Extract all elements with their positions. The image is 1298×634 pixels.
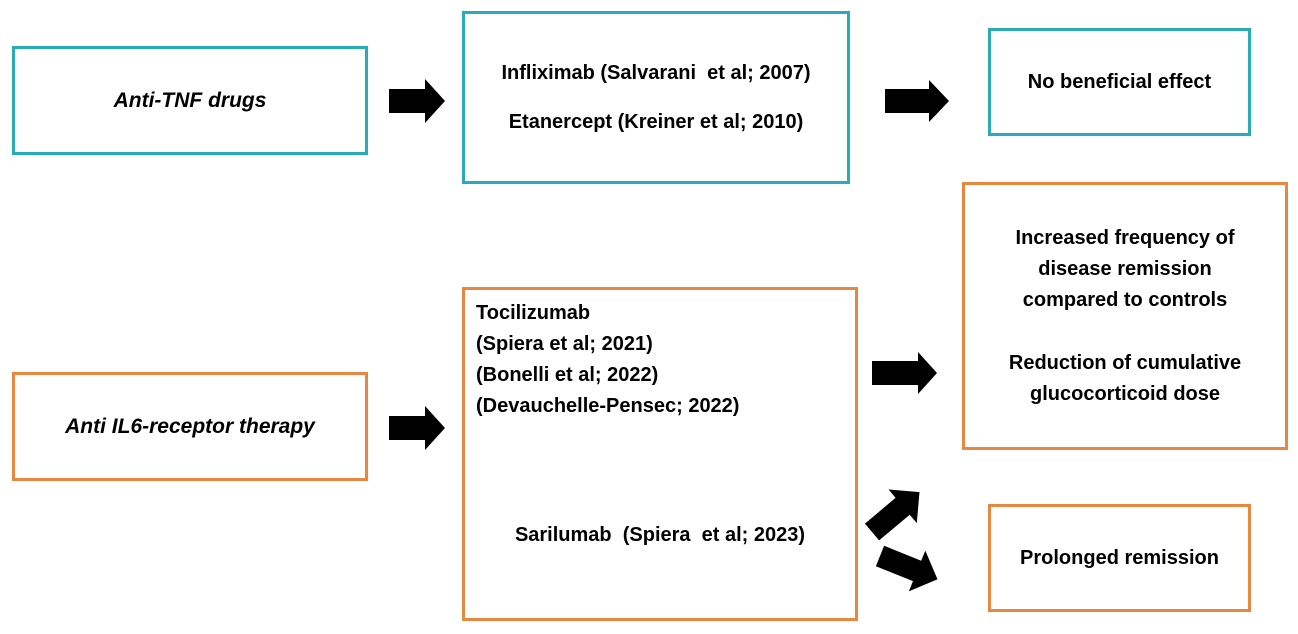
anti-tnf-drugs-box: Infliximab (Salvarani et al; 2007) Etane… (462, 11, 850, 184)
il6-main-outcome-box: Increased frequency of disease remission… (962, 182, 1288, 450)
tocilizumab-block: Tocilizumab (Spiera et al; 2021) (Bonell… (476, 298, 739, 422)
tocilizumab-label: Tocilizumab (476, 302, 591, 324)
arrow-down-right-icon (875, 545, 938, 592)
outcome-line-4: Reduction of cumulative (1008, 351, 1242, 374)
etanercept-label: Etanercept (Kreiner et al; 2010) (508, 110, 804, 133)
tocilizumab-ref-1: (Spiera et al; 2021) (476, 333, 653, 355)
arrow-right-icon (389, 406, 445, 450)
sarilumab-block: Sarilumab (Spiera et al; 2023) (465, 520, 855, 551)
tocilizumab-ref-2: (Bonelli et al; 2022) (476, 364, 659, 386)
anti-tnf-category-label: Anti-TNF drugs (113, 88, 267, 112)
outcome-line-5: glucocorticoid dose (1029, 382, 1221, 405)
arrow-up-right-icon (864, 489, 920, 541)
anti-tnf-category-box: Anti-TNF drugs (12, 46, 368, 155)
outcome-line-1: Increased frequency of (1015, 226, 1235, 249)
anti-il6-category-box: Anti IL6-receptor therapy (12, 372, 368, 481)
prolonged-remission-label: Prolonged remission (1020, 546, 1219, 569)
no-beneficial-effect-label: No beneficial effect (1027, 70, 1212, 93)
arrow-right-icon (872, 352, 937, 394)
sarilumab-label: Sarilumab (Spiera et al; 2023) (514, 524, 806, 546)
tocilizumab-ref-3: (Devauchelle-Pensec; 2022) (476, 395, 740, 417)
arrow-right-icon (885, 80, 949, 122)
infliximab-label: Infliximab (Salvarani et al; 2007) (501, 61, 811, 84)
anti-il6-drugs-box: Tocilizumab (Spiera et al; 2021) (Bonell… (462, 287, 858, 621)
outcome-line-2: disease remission (1038, 257, 1212, 280)
anti-il6-category-label: Anti IL6-receptor therapy (65, 414, 315, 438)
prolonged-remission-box: Prolonged remission (988, 504, 1251, 612)
outcome-line-3: compared to controls (1022, 288, 1228, 311)
anti-tnf-outcome-box: No beneficial effect (988, 28, 1251, 136)
arrow-right-icon (389, 79, 445, 123)
